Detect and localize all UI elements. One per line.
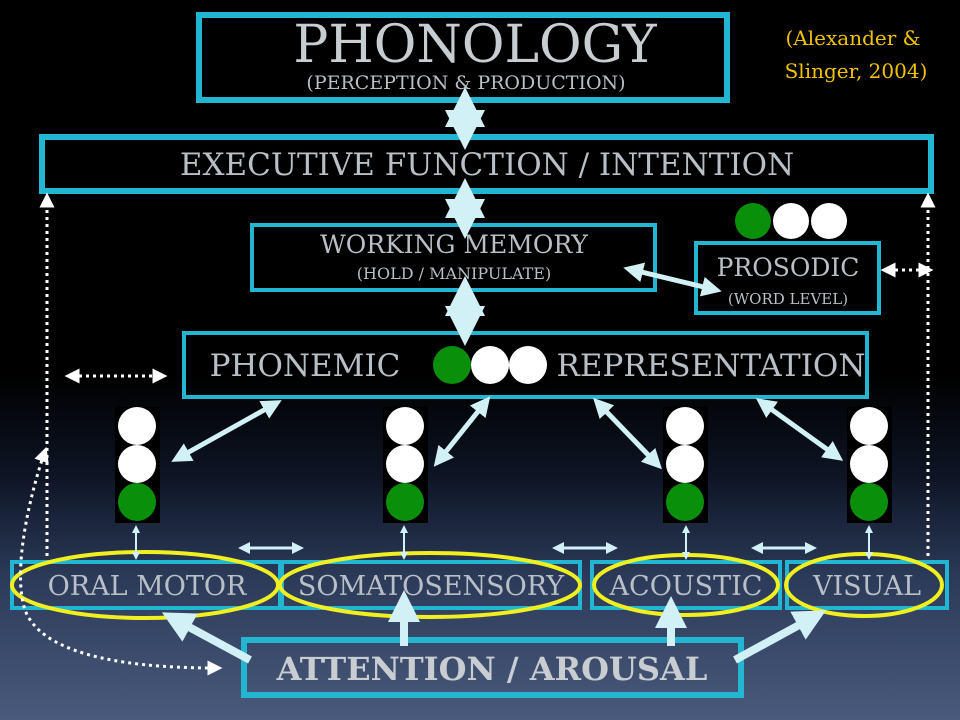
somatosensory-light-active [386,483,424,521]
oral-motor-label: ORAL MOTOR [48,571,247,602]
phonemic-oral-motor-arrow [171,400,282,462]
prosodic-box: PROSODIC (WORD LEVEL) [694,241,881,315]
acoustic-light-active [666,483,704,521]
executive-function-box: EXECUTIVE FUNCTION / INTENTION [39,134,934,194]
visual-ring [784,552,944,618]
prosodic-sub: (WORD LEVEL) [728,290,848,308]
visual-light-active [850,483,888,521]
oral-motor-lights [115,407,160,523]
acoustic-label: ACOUSTIC [609,571,763,602]
visual-lights [847,407,892,523]
attention-oral-motor-dotted [19,446,223,676]
subtitle: (PERCEPTION & PRODUCTION) [306,72,625,94]
somatosensory-label: SOMATOSENSORY [298,571,565,602]
phonemic-visual-arrow [755,398,844,461]
representation-label: REPRESENTATION [557,348,866,384]
phonemic-acoustic-arrow [593,397,662,470]
visual-label: VISUAL [812,571,921,602]
phonemic-label: PHONEMIC [210,348,401,384]
citation-line-2: Slinger, 2004) [785,59,928,83]
phonology-box: PHONOLOGY (PERCEPTION & PRODUCTION) [196,12,730,103]
prosodic-light-strip [734,202,848,240]
working-memory-label: WORKING MEMORY [320,230,588,259]
attention-visual-arrow [733,610,827,664]
memory-prosodic-arrow [623,262,722,297]
attention-label: ATTENTION / AROUSAL [276,650,708,688]
phonemic-light-active [433,346,471,384]
somatosensory-lights [383,407,428,523]
prosodic-label: PROSODIC [717,253,860,282]
dotted-connectors [19,192,936,676]
phonemic-light [509,346,547,384]
citation-line-1: (Alexander & [786,26,921,50]
executive-function-label: EXECUTIVE FUNCTION / INTENTION [180,147,794,183]
somatosensory-ring [278,551,582,619]
working-memory-sub: (HOLD / MANIPULATE) [357,264,551,283]
attention-arousal-box: ATTENTION / AROUSAL [241,637,744,698]
phonemic-somatosensory-arrow [433,396,491,467]
working-memory-box: WORKING MEMORY (HOLD / MANIPULATE) [250,223,657,292]
acoustic-lights [663,407,708,523]
phonemic-representation-box: PHONEMIC REPRESENTATION [182,331,869,399]
prosodic-light [811,203,847,239]
phonemic-light [471,346,509,384]
oral-motor-light-active [118,483,156,521]
prosodic-light [773,203,809,239]
attention-oral-motor-arrow [161,612,252,664]
modality-row: ORAL MOTOR SOMATOSENSORY ACOUSTIC VISUAL [10,560,949,610]
prosodic-light-active [735,203,771,239]
title: PHONOLOGY [293,15,657,75]
